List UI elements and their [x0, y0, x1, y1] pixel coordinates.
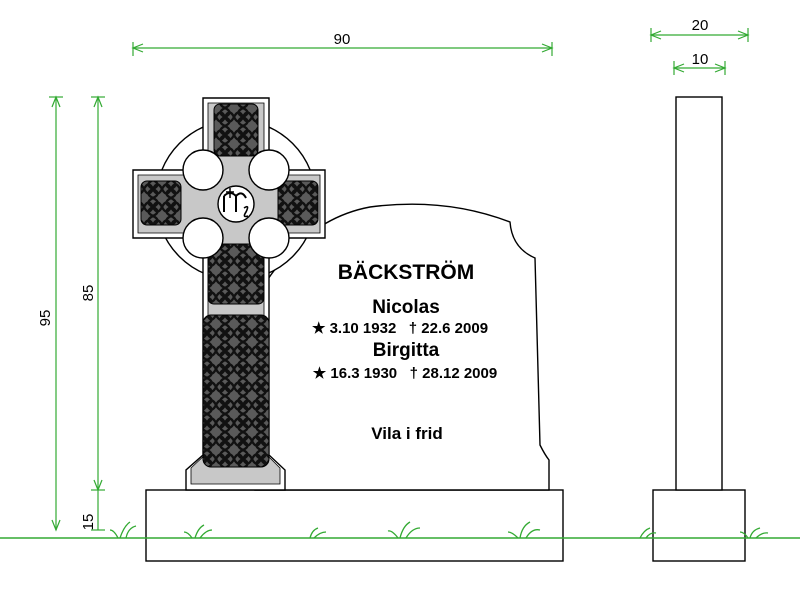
- dimension-height-95: [49, 95, 63, 532]
- dimension-label-total-height: 95: [37, 310, 54, 327]
- celtic-knot-icon: [202, 314, 270, 468]
- epitaph: Vila i frid: [371, 424, 443, 443]
- dimension-depth-20: [649, 28, 750, 42]
- celtic-knot-icon: [140, 180, 182, 226]
- person2-name: Birgitta: [373, 340, 440, 361]
- celtic-knot-icon: [207, 243, 265, 305]
- ihs-monogram-icon: [217, 185, 255, 223]
- person2-dates: ★ 16.3 1930 † 28.12 2009: [313, 365, 497, 382]
- ring-opening: [182, 217, 224, 259]
- celtic-knot-icon: [213, 103, 259, 157]
- ring-opening: [248, 217, 290, 259]
- dimension-width-90: [131, 42, 554, 56]
- celtic-knot-icon: [277, 180, 319, 226]
- dimension-height-15: [91, 490, 105, 531]
- ring-opening: [182, 149, 224, 191]
- person1-name: Nicolas: [372, 297, 440, 318]
- front-base: [145, 489, 564, 562]
- family-name: BÄCKSTRÖM: [338, 261, 475, 284]
- dimension-label-stone-height: 85: [80, 285, 97, 302]
- person1-dates: ★ 3.10 1932 † 22.6 2009: [312, 320, 488, 337]
- ring-opening: [248, 149, 290, 191]
- dimension-label-base-height: 15: [80, 514, 97, 531]
- side-base: [652, 489, 746, 562]
- dimension-label-width: 90: [334, 31, 351, 48]
- celtic-cross: [132, 97, 326, 491]
- dimension-label-stone-depth: 10: [692, 51, 709, 68]
- grass-tuft-icon: [109, 521, 769, 539]
- side-stone: [675, 96, 723, 491]
- dimension-depth-10: [672, 61, 727, 75]
- dimension-label-base-depth: 20: [692, 17, 709, 34]
